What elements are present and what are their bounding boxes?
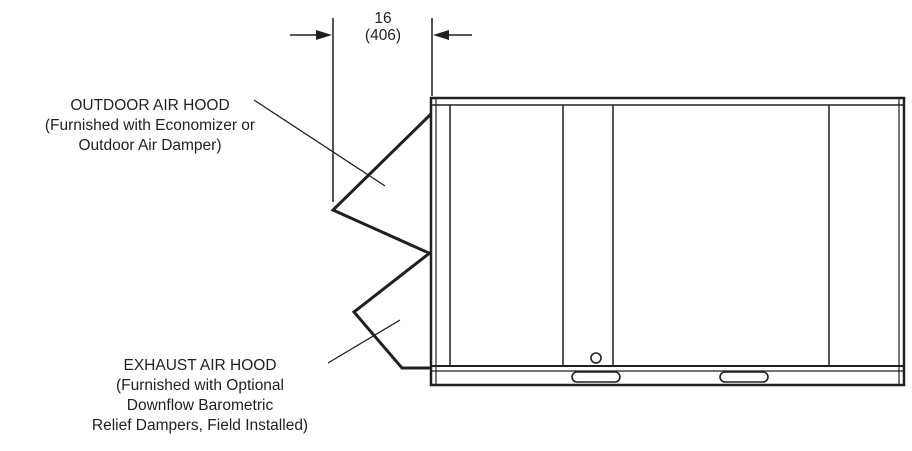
dimension-metric: (406) (364, 27, 402, 44)
fork-slot-left (571, 371, 621, 383)
cabinet-outline (429, 96, 906, 387)
exhaust-hood-note: Downflow Barometric (126, 397, 274, 414)
dimension-value: 16 (374, 10, 392, 27)
dimension-arrows (290, 30, 472, 40)
outdoor-hood-note: Outdoor Air Damper) (78, 137, 222, 154)
right-arrow-head (433, 30, 449, 40)
dimension-label: 16 (406) (346, 10, 420, 44)
exhaust-air-hood-label: EXHAUST AIR HOOD (Furnished with Optiona… (80, 356, 320, 436)
fork-slot-right (719, 371, 769, 383)
outdoor-air-hood-label: OUTDOOR AIR HOOD (Furnished with Economi… (0, 96, 300, 156)
dimension-extension-lines (332, 18, 433, 202)
exhaust-hood-note: (Furnished with Optional (116, 377, 284, 394)
outdoor-hood-leader-line (253, 99, 386, 187)
exhaust-hood-note: Relief Dampers, Field Installed) (91, 417, 309, 434)
exhaust-hood-title: EXHAUST AIR HOOD (123, 357, 277, 374)
exhaust-hood-leader-line (327, 319, 401, 364)
outdoor-hood-note: (Furnished with Economizer or (44, 117, 256, 134)
access-port-circle (590, 352, 602, 364)
unit-cabinet (429, 96, 906, 387)
outdoor-hood-title: OUTDOOR AIR HOOD (70, 97, 230, 114)
exhaust-air-hood-outline (351, 250, 432, 370)
left-arrow-head (316, 30, 332, 40)
outdoor-air-hood-outline (330, 112, 433, 256)
